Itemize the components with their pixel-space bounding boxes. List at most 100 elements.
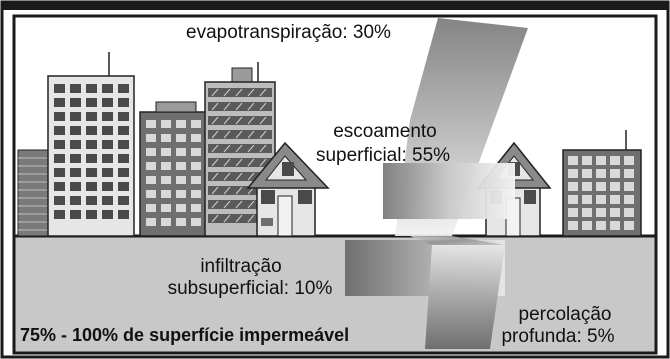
building-window — [176, 204, 186, 212]
balcony-rail — [223, 144, 231, 153]
building-window — [208, 214, 272, 223]
building-window — [70, 126, 81, 135]
balcony-rail — [235, 158, 243, 167]
balcony-rail — [211, 186, 219, 195]
building-window — [146, 134, 156, 142]
building-window — [118, 182, 129, 191]
building-window — [86, 168, 97, 177]
balcony-rail — [223, 200, 231, 209]
building-window — [208, 200, 272, 209]
building-window — [161, 162, 171, 170]
building-window — [146, 190, 156, 198]
building-window — [86, 84, 97, 93]
building-window — [582, 208, 592, 217]
top-bar — [2, 2, 668, 10]
balcony-rail — [211, 214, 219, 223]
building-window — [624, 169, 634, 178]
building-window — [118, 154, 129, 163]
building-window — [191, 218, 201, 226]
building-window — [102, 84, 113, 93]
building-window — [86, 182, 97, 191]
balcony-rail — [211, 116, 219, 125]
building-window — [610, 221, 620, 230]
building-window — [70, 98, 81, 107]
building-window — [70, 210, 81, 219]
building-window — [70, 154, 81, 163]
deep-percolation-label-line2: profunda: 5% — [501, 326, 615, 347]
building-window — [118, 126, 129, 135]
balcony-rail — [211, 158, 219, 167]
building-window — [161, 120, 171, 128]
building-window — [624, 156, 634, 165]
balcony-rail — [259, 158, 267, 167]
building-window — [161, 134, 171, 142]
tall-tower — [47, 52, 135, 237]
building-window — [118, 196, 129, 205]
runoff-label-line1: escoamento — [333, 121, 437, 142]
building-window — [54, 98, 65, 107]
building-window — [208, 172, 272, 181]
building-window — [146, 218, 156, 226]
building-window — [208, 102, 272, 111]
balcony-rail — [223, 116, 231, 125]
building-window — [54, 210, 65, 219]
building-window — [161, 148, 171, 156]
building-window — [70, 84, 81, 93]
balcony-rail — [211, 130, 219, 139]
building-window — [54, 154, 65, 163]
balcony-rail — [235, 214, 243, 223]
building-window — [610, 156, 620, 165]
building-window — [118, 168, 129, 177]
building-window — [208, 186, 272, 195]
building-window — [624, 195, 634, 204]
building-window — [70, 168, 81, 177]
runoff-arrow — [383, 163, 515, 219]
building-window — [596, 169, 606, 178]
shallow-infiltration-label-line1: infiltração — [200, 256, 282, 277]
building-window — [54, 168, 65, 177]
building-window — [191, 176, 201, 184]
balcony-rail — [211, 144, 219, 153]
building-window — [624, 221, 634, 230]
building-window — [161, 204, 171, 212]
balcony-rail — [259, 88, 267, 97]
building-window — [610, 182, 620, 191]
balcony-rail — [223, 186, 231, 195]
balcony-rail — [211, 172, 219, 181]
building-window — [146, 162, 156, 170]
house-left — [246, 141, 330, 237]
building-window — [582, 182, 592, 191]
impervious-surface-caption: 75% - 100% de superfície impermeável — [20, 325, 350, 345]
building-window — [70, 196, 81, 205]
shallow-infiltration-label-line2: subsuperficial: 10% — [167, 278, 333, 299]
building-window — [191, 148, 201, 156]
balcony-rail — [211, 88, 219, 97]
balcony-rail — [247, 200, 255, 209]
building-window — [102, 112, 113, 121]
building-window — [118, 112, 129, 121]
balcony-rail — [223, 214, 231, 223]
balcony-rail — [247, 172, 255, 181]
building-window — [208, 144, 272, 153]
building-window — [610, 195, 620, 204]
balcony-tower — [204, 62, 276, 237]
building-window — [86, 210, 97, 219]
apartment-right — [562, 130, 642, 237]
building-window — [568, 156, 578, 165]
building-window — [161, 190, 171, 198]
building-window — [610, 169, 620, 178]
building-window — [102, 210, 113, 219]
ground — [15, 236, 655, 352]
building-window — [54, 140, 65, 149]
balcony-rail — [235, 172, 243, 181]
balcony-rail — [223, 172, 231, 181]
building-window — [596, 208, 606, 217]
mid-building — [139, 101, 209, 237]
building-window — [191, 204, 201, 212]
balcony-rail — [247, 130, 255, 139]
building-window — [582, 156, 592, 165]
building-window — [176, 134, 186, 142]
balcony-rail — [247, 116, 255, 125]
flow-junction — [410, 236, 505, 245]
